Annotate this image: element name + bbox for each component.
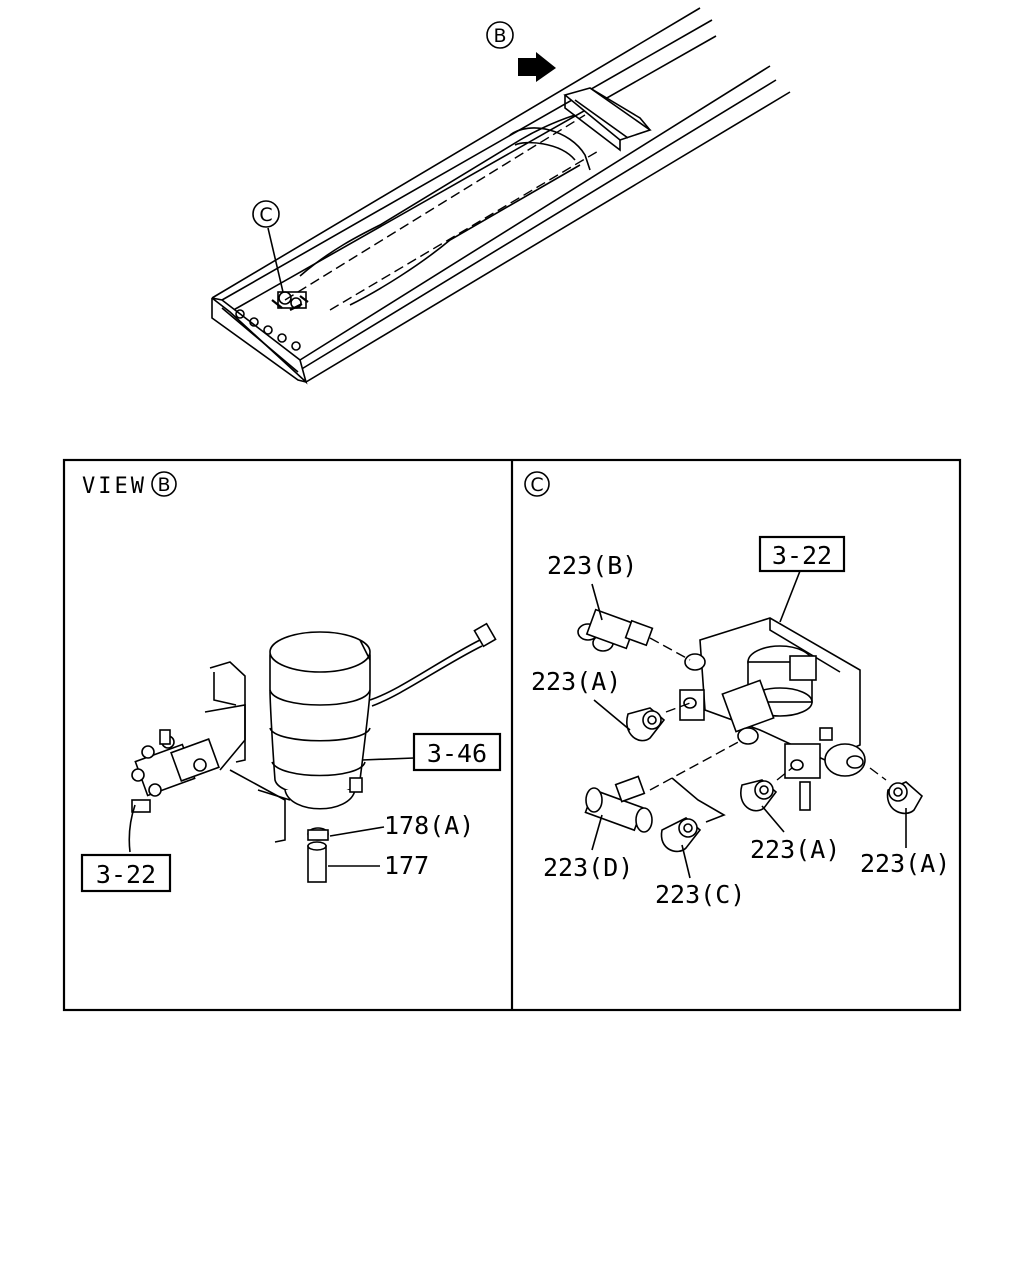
label-223a-1: 223(A) [531,667,621,696]
component-cluster-c [271,291,309,311]
callout-b: B [486,21,514,49]
ref-box-3-22-left [80,853,172,893]
panel-c: C 3-22 [524,471,950,909]
ref-box-3-46 [412,732,502,772]
valve-cluster [128,729,220,853]
fitting-223c [660,817,702,853]
label-223c: 223(C) [655,880,745,909]
part-178a-label: 178(A) [384,811,474,840]
fitting-223a-1 [626,707,666,742]
fitting-223a-2 [740,779,778,812]
view-b-callout-label: B [157,474,170,496]
callout-b-label: B [493,25,506,47]
label-223a-3: 223(A) [860,849,950,878]
chassis-frame [211,7,791,385]
label-223b: 223(B) [547,551,637,580]
panel-view-b: VIEW B [80,471,502,893]
fitting-223b [577,608,654,652]
fitting-223a-3 [886,781,924,815]
label-223a-2: 223(A) [750,835,840,864]
valve-body [679,617,866,811]
ref-box-3-22-right [758,535,846,573]
ref-3-46: 3-46 [427,739,487,768]
panel-c-callout-label: C [530,474,543,496]
part-178a-shape [307,827,329,841]
ref-3-22-right: 3-22 [772,541,832,570]
callout-c: C [252,200,284,293]
air-dryer [269,631,371,810]
fitting-223d [584,775,653,833]
view-direction-arrow [518,52,556,82]
callout-c-label: C [259,204,272,226]
part-177-label: 177 [384,851,429,880]
view-b-title: VIEW [82,474,147,499]
part-177-shape [307,841,327,883]
ref-3-22-left: 3-22 [96,860,156,889]
label-223d: 223(D) [543,853,633,882]
wire-harness [369,622,497,707]
mounting-bracket [204,661,291,843]
